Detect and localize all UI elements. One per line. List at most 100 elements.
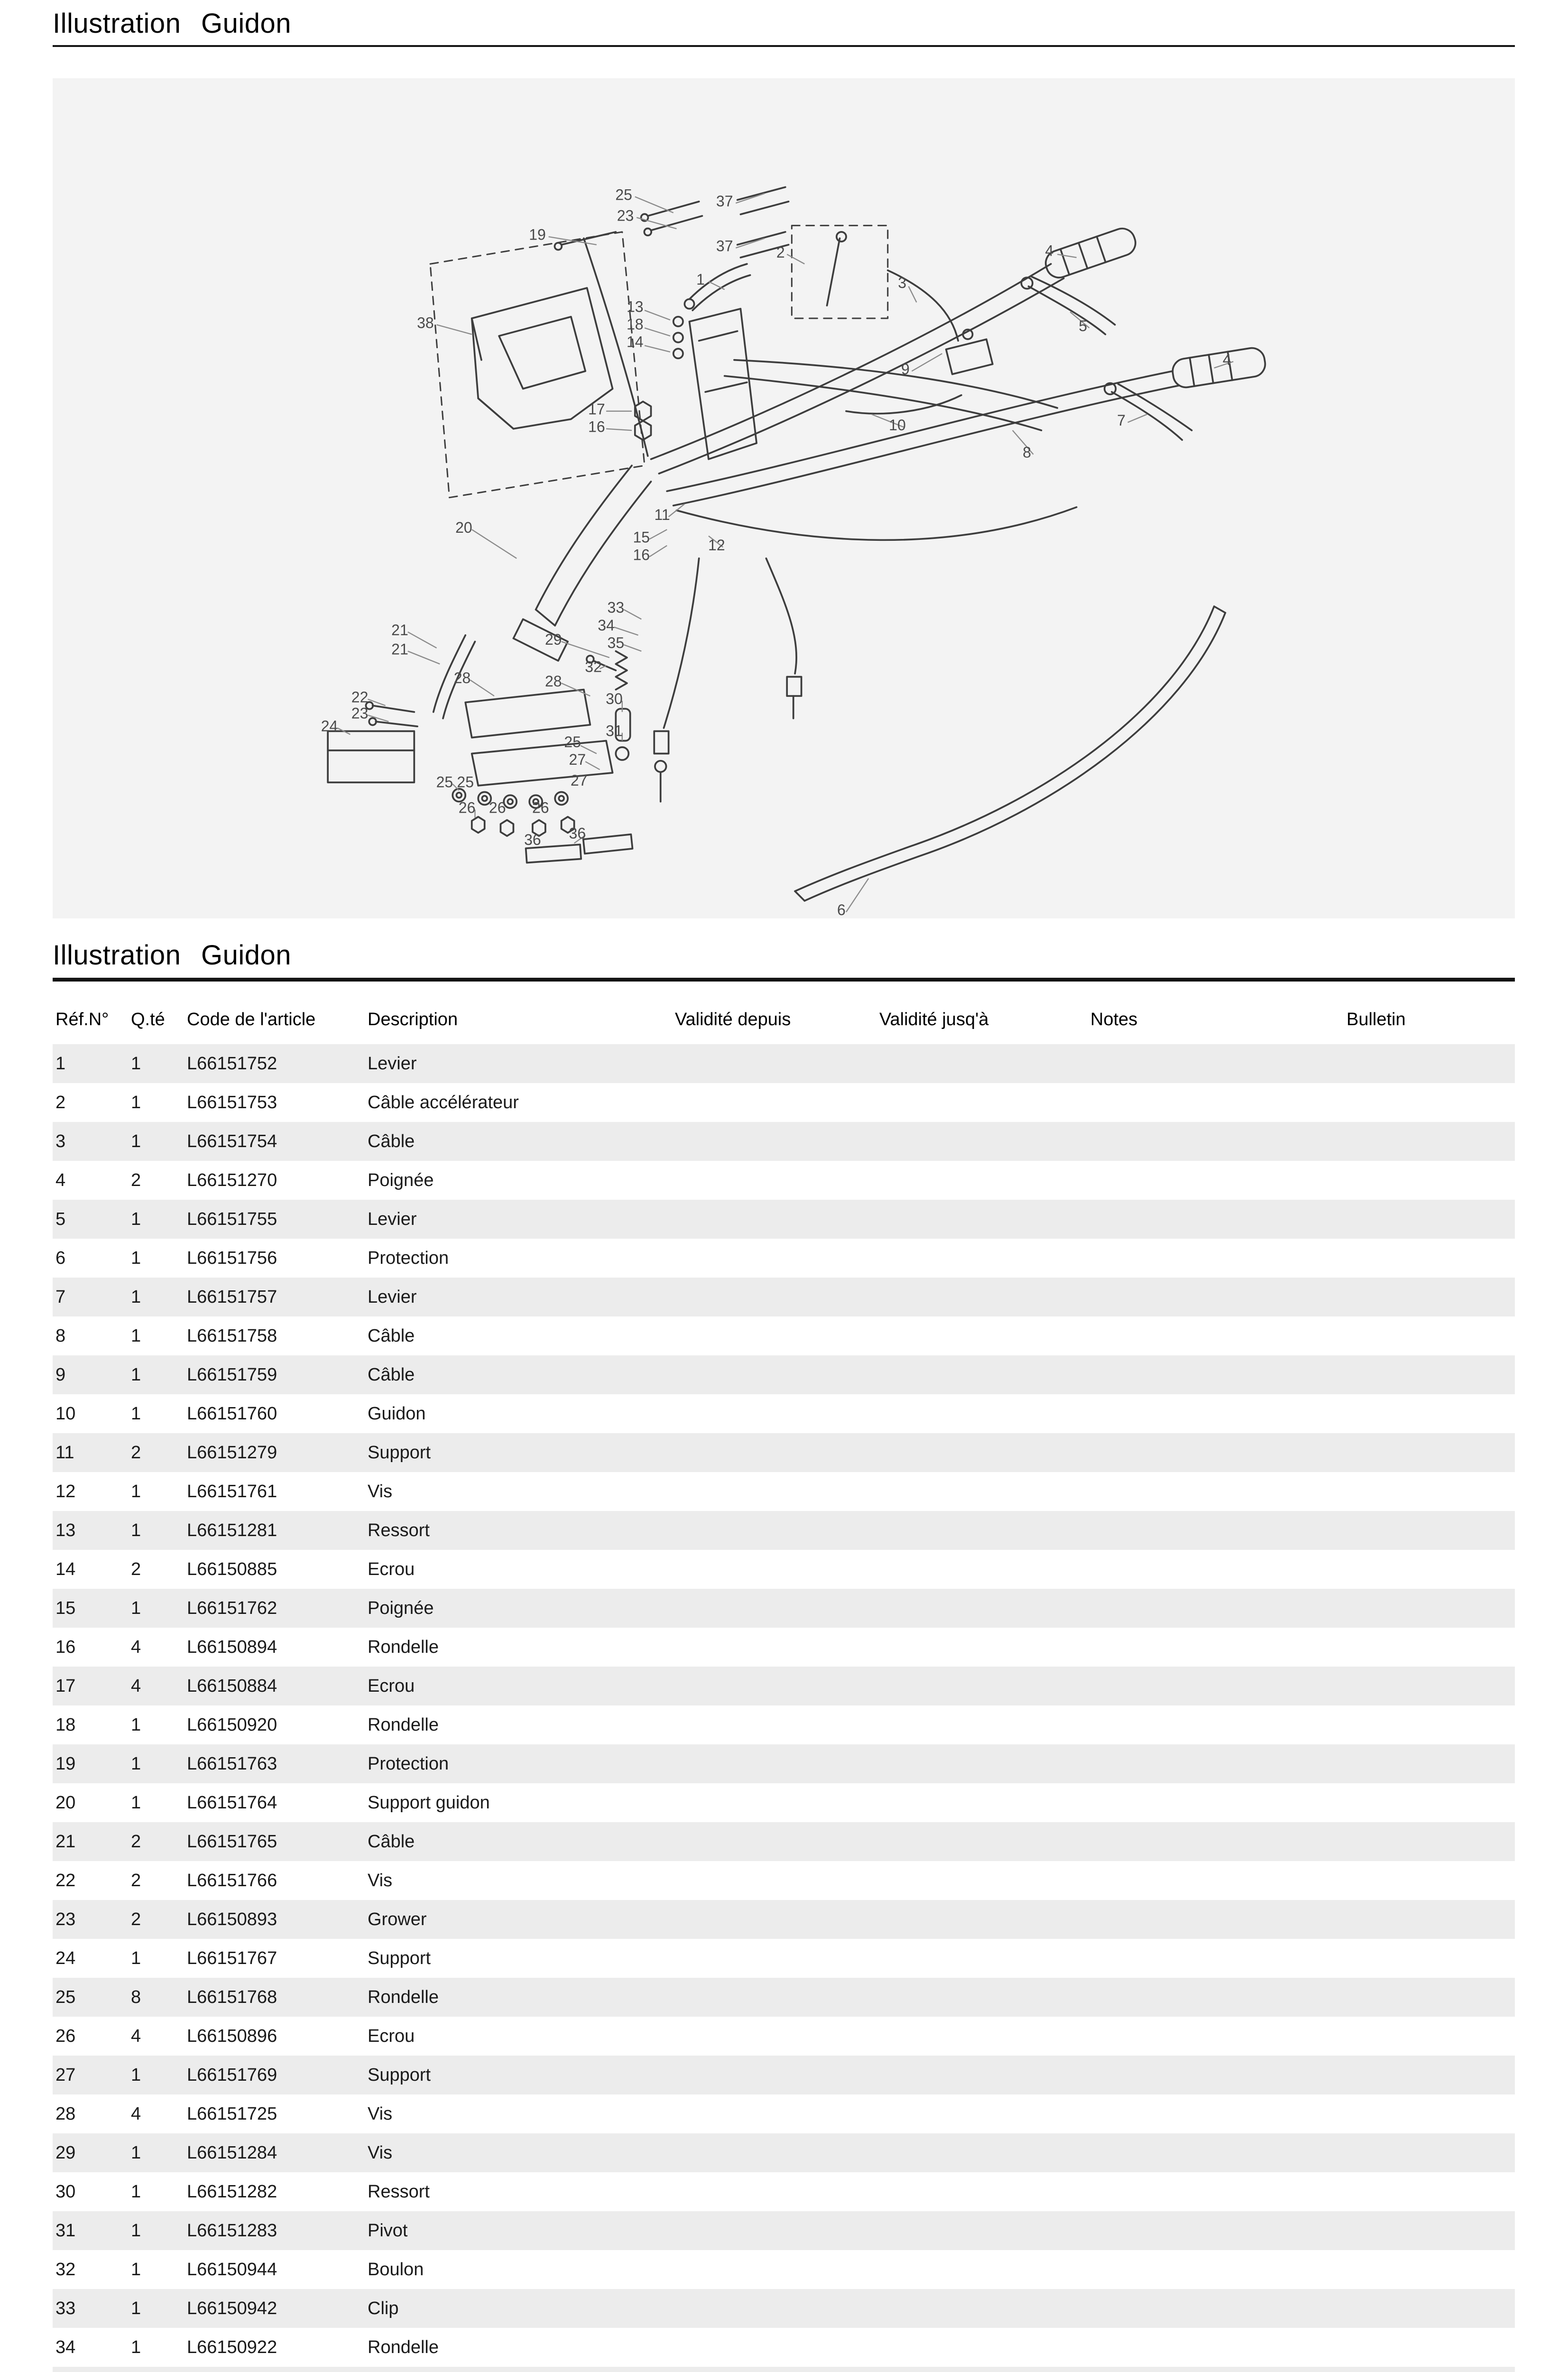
exploded-view-illustration: 2523193737213813181434594171610781115161…	[321, 186, 1266, 918]
bulletin-cell	[1344, 2172, 1515, 2211]
diagram-callout: 1	[696, 271, 705, 288]
diagram-callout: 27	[569, 751, 586, 768]
notes-cell	[1088, 2328, 1344, 2367]
valid-from-cell	[672, 2250, 876, 2289]
valid-to-cell	[876, 1083, 1088, 1122]
diagram-callout: 36	[524, 831, 541, 848]
qty-cell: 2	[131, 1870, 141, 1890]
valid-from-cell	[672, 2289, 876, 2328]
notes-cell	[1088, 1744, 1344, 1783]
diagram-callout: 38	[417, 314, 434, 331]
ref-cell: 4	[55, 1170, 66, 1190]
ref-cell: 27	[55, 2065, 76, 2085]
notes-cell	[1088, 1705, 1344, 1744]
bulletin-cell	[1344, 1861, 1515, 1900]
qty-cell: 2	[131, 1831, 141, 1852]
description-cell: Grower	[368, 1909, 427, 1929]
valid-to-cell	[876, 1044, 1088, 1083]
notes-cell	[1088, 1394, 1344, 1433]
ref-cell: 22	[55, 1870, 76, 1890]
page-title: Illustration Guidon	[53, 8, 291, 39]
code-cell: L66151283	[187, 2220, 277, 2241]
bulletin-cell	[1344, 1433, 1515, 1472]
valid-from-cell	[672, 2133, 876, 2172]
ref-cell: 6	[55, 1248, 66, 1268]
valid-from-cell	[672, 1667, 876, 1705]
notes-cell	[1088, 1550, 1344, 1589]
diagram-callout: 32	[585, 658, 602, 675]
qty-cell: 2	[131, 1170, 141, 1190]
diagram-callout: 26	[489, 799, 506, 816]
qty-cell: 2	[131, 1442, 141, 1463]
description-cell: Vis	[368, 1870, 393, 1890]
valid-to-cell	[876, 1978, 1088, 2017]
notes-cell	[1088, 1161, 1344, 1200]
ref-cell: 5	[55, 1209, 66, 1229]
valid-from-cell	[672, 1744, 876, 1783]
description-cell: Levier	[368, 1053, 417, 1074]
diagram-callout: 13	[627, 298, 644, 315]
bulletin-cell	[1344, 2250, 1515, 2289]
bulletin-cell	[1344, 1316, 1515, 1355]
notes-cell	[1088, 2289, 1344, 2328]
code-cell: L66150884	[187, 1676, 277, 1696]
diagram-callout: 19	[529, 226, 546, 243]
code-cell: L66150896	[187, 2026, 277, 2046]
valid-from-cell	[672, 2056, 876, 2094]
valid-from-cell	[672, 1122, 876, 1161]
qty-cell: 1	[131, 1053, 141, 1074]
notes-cell	[1088, 2094, 1344, 2133]
ref-cell: 21	[55, 1831, 76, 1852]
qty-cell: 1	[131, 1325, 141, 1346]
description-cell: Vis	[368, 2103, 393, 2124]
diagram-callout: 25	[457, 773, 474, 790]
valid-to-cell	[876, 2250, 1088, 2289]
notes-cell	[1088, 1355, 1344, 1394]
description-cell: Rondelle	[368, 1714, 439, 1735]
qty-cell: 4	[131, 2026, 141, 2046]
description-cell: Ressort	[368, 2181, 430, 2202]
qty-cell: 1	[131, 1364, 141, 1385]
valid-from-cell	[672, 1355, 876, 1394]
diagram-callout: 34	[598, 617, 615, 634]
bulletin-cell	[1344, 1900, 1515, 1939]
bulletin-cell	[1344, 1511, 1515, 1550]
valid-from-cell	[672, 1822, 876, 1861]
qty-cell: 1	[131, 2065, 141, 2085]
notes-cell	[1088, 2367, 1344, 2372]
notes-cell	[1088, 2017, 1344, 2056]
diagram-callout: 31	[606, 722, 623, 739]
column-header: Validité jusq'à	[879, 1009, 989, 1029]
diagram-callout: 24	[321, 717, 338, 734]
valid-from-cell	[672, 1433, 876, 1472]
valid-to-cell	[876, 1239, 1088, 1278]
ref-cell: 32	[55, 2259, 76, 2279]
valid-to-cell	[876, 1316, 1088, 1355]
valid-to-cell	[876, 1355, 1088, 1394]
code-cell: L66151769	[187, 2065, 277, 2085]
bulletin-cell	[1344, 1589, 1515, 1628]
description-cell: Ecrou	[368, 1676, 415, 1696]
ref-cell: 10	[55, 1403, 76, 1424]
ref-cell: 2	[55, 1092, 66, 1112]
notes-cell	[1088, 1783, 1344, 1822]
diagram-callout: 28	[454, 669, 471, 686]
ref-cell: 9	[55, 1364, 66, 1385]
valid-to-cell	[876, 1433, 1088, 1472]
column-header: Réf.N°	[55, 1009, 109, 1029]
page: Illustration Guidon	[53, 0, 1515, 2372]
description-cell: Boulon	[368, 2259, 424, 2279]
diagram-callout: 2	[776, 244, 785, 261]
